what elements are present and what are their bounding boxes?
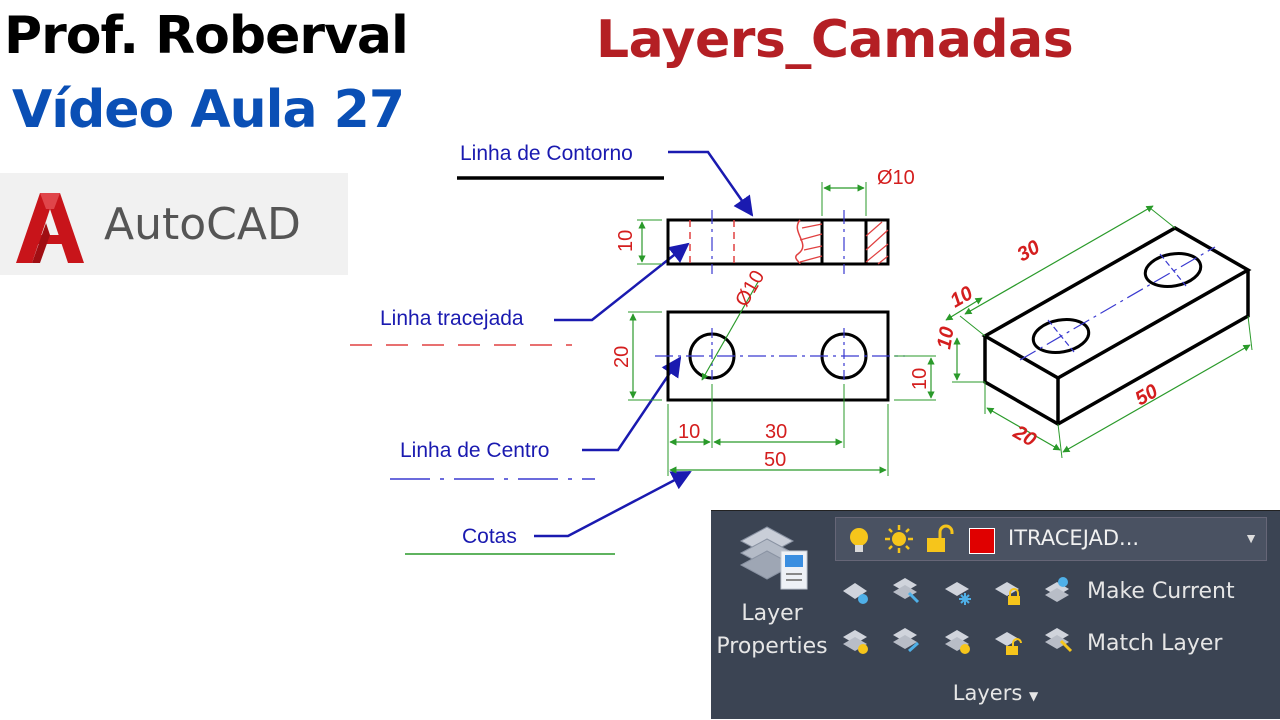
- front-view: [637, 182, 890, 274]
- iso-dim-length-top: 30: [1014, 236, 1044, 266]
- iso-dim-width-bottom: 20: [1009, 421, 1040, 452]
- layer-freeze-icon[interactable]: [943, 577, 973, 607]
- layer-stack-icon: [739, 526, 808, 590]
- layer-on-icon[interactable]: [841, 627, 871, 657]
- top-view: [628, 281, 936, 476]
- make-current-button[interactable]: Make Current: [1087, 579, 1235, 604]
- sun-thaw-icon[interactable]: [884, 524, 914, 554]
- layer-unlock-icon[interactable]: [993, 627, 1023, 657]
- layer-isolate-icon[interactable]: [891, 575, 921, 605]
- layer-off-icon[interactable]: [841, 577, 871, 607]
- layers-ribbon-panel: Layer Properties ITRACEJAD... ▼: [711, 510, 1280, 719]
- label-linha-tracejada: Linha tracejada: [380, 307, 524, 330]
- dim-center-dist: 30: [765, 421, 787, 443]
- layer-dropdown[interactable]: ITRACEJAD... ▼: [835, 517, 1267, 561]
- layers-panel-title[interactable]: Layers ▼: [711, 681, 1280, 705]
- isometric-view: [945, 205, 1253, 459]
- layer-properties-line1: Layer: [741, 601, 803, 626]
- dim-left-offset: 10: [678, 421, 700, 443]
- label-linha-contorno: Linha de Contorno: [460, 142, 633, 165]
- match-layer-button[interactable]: Match Layer: [1087, 631, 1223, 656]
- layers-panel-label: Layers: [952, 681, 1023, 705]
- dim-hole-dia-top: Ø10: [877, 167, 915, 189]
- dim-top-height: 20: [611, 346, 633, 368]
- lightbulb-on-icon[interactable]: [846, 526, 872, 554]
- label-linha-centro: Linha de Centro: [400, 439, 549, 462]
- topic-title: Layers_Camadas: [596, 10, 1074, 70]
- leader-contorno: [668, 150, 754, 217]
- unlock-icon[interactable]: [924, 524, 954, 554]
- label-cotas: Cotas: [462, 525, 517, 548]
- autocad-a-icon: [16, 193, 84, 263]
- author-title: Prof. Roberval: [4, 6, 409, 66]
- autocad-logo-text: AutoCAD: [104, 199, 301, 250]
- chevron-down-icon[interactable]: ▼: [1244, 530, 1258, 546]
- layer-thaw-all-icon[interactable]: [943, 627, 973, 657]
- layer-unisolate-icon[interactable]: [891, 625, 921, 655]
- leader-centro: [582, 356, 682, 452]
- iso-dim-length-bottom: 50: [1132, 380, 1162, 410]
- leader-cotas: [534, 470, 692, 538]
- dim-right-height: 10: [909, 368, 931, 390]
- chevron-down-icon: ▼: [1028, 689, 1039, 703]
- dim-front-height: 10: [615, 230, 637, 252]
- iso-dim-width-left: 10: [947, 282, 977, 312]
- iso-dim-height-left: 10: [933, 325, 959, 351]
- dim-hole-dia: Ø10: [731, 267, 769, 311]
- layer-lock-icon[interactable]: [993, 577, 1023, 607]
- make-current-icon[interactable]: [1043, 575, 1073, 605]
- leader-tracejada: [554, 242, 690, 322]
- dim-total-length: 50: [764, 449, 786, 471]
- autocad-logo: AutoCAD: [0, 173, 348, 275]
- lesson-title: Vídeo Aula 27: [12, 80, 405, 140]
- layer-color-swatch: [969, 528, 995, 554]
- match-layer-icon[interactable]: [1043, 625, 1073, 655]
- layer-properties-label: Layer Properties: [711, 597, 833, 663]
- current-layer-name: ITRACEJAD...: [1008, 526, 1140, 550]
- layer-properties-line2: Properties: [716, 634, 828, 659]
